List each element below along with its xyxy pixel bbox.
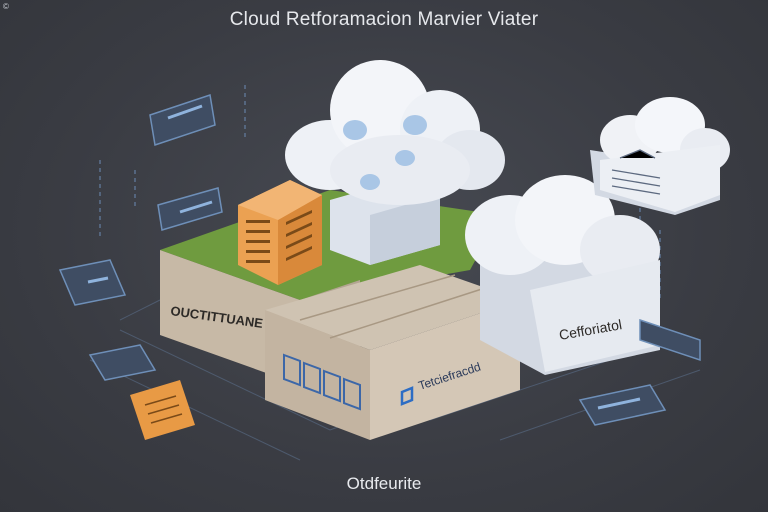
floating-panel-left — [58, 259, 127, 306]
floating-panel-bottom-left — [88, 344, 157, 381]
page-title: Cloud Retforamacion Marvier Viater — [229, 9, 539, 30]
floating-panel-right — [639, 318, 701, 362]
corner-mark: © — [3, 2, 9, 11]
cloud-right: Cefforiatol — [465, 175, 660, 375]
storage-box-right: Tetciefracdd — [265, 265, 520, 440]
orange-building — [238, 180, 322, 285]
building-windows — [246, 210, 312, 263]
floating-panel-mid-left — [157, 187, 223, 231]
cloud-small — [590, 97, 730, 215]
orange-note — [130, 380, 195, 440]
floating-panel-bottom-right — [578, 384, 667, 426]
central-cloud — [285, 60, 505, 265]
box-logo-icon — [400, 386, 414, 406]
floating-panel-top-left — [149, 94, 216, 146]
caption: Otdfeurite — [346, 474, 422, 493]
